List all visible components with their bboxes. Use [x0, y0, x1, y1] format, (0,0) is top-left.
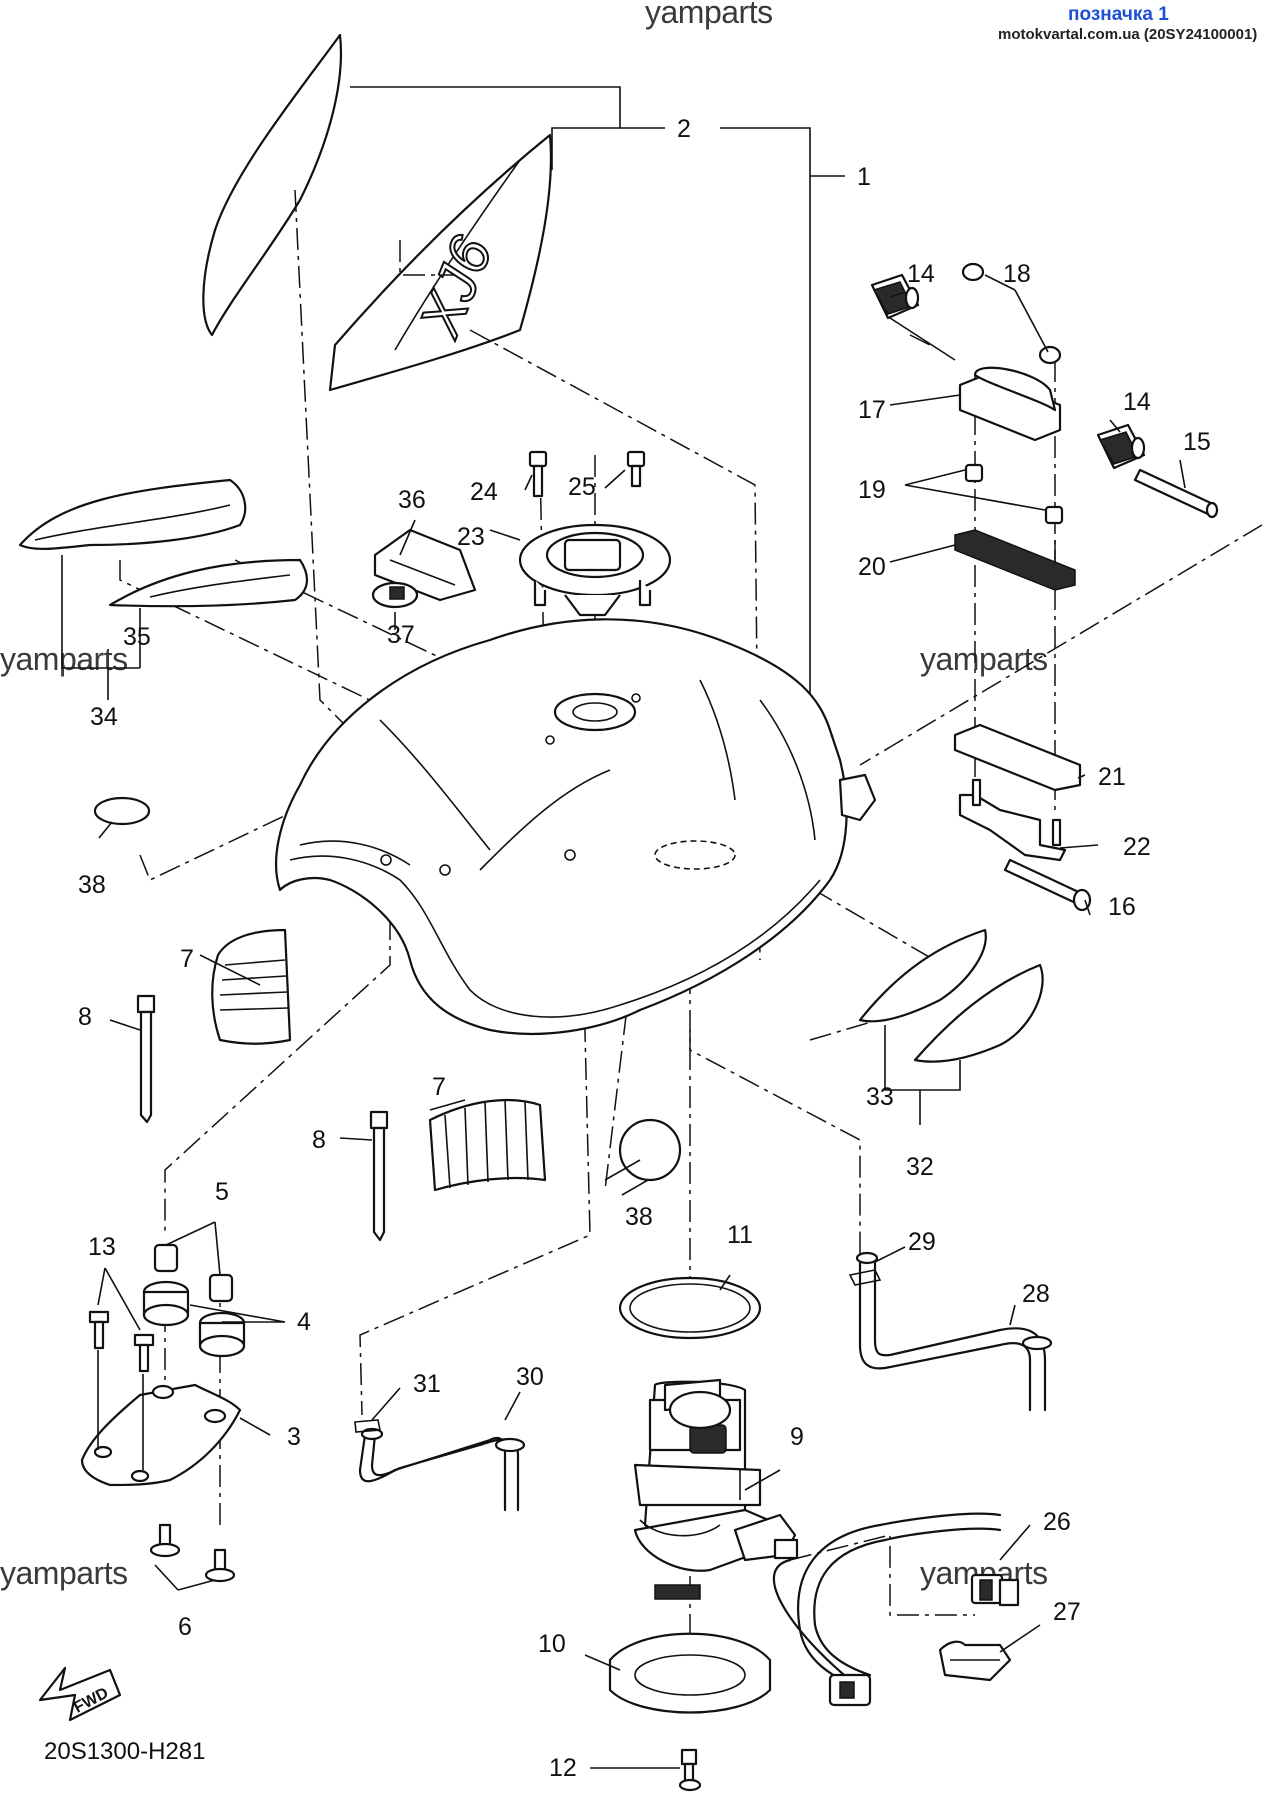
filler-cap-assembly	[518, 450, 672, 617]
callout-8-upper: 8	[78, 1003, 92, 1031]
callout-37: 37	[387, 621, 415, 649]
callout-8-lower: 8	[312, 1126, 326, 1154]
forward-arrow-icon: FWD	[38, 1666, 122, 1722]
rear-mount-bracket	[80, 1243, 246, 1583]
watermark-top: yamparts	[645, 0, 773, 30]
callout-7-lower: 7	[432, 1073, 446, 1101]
cable-ties	[136, 994, 389, 1242]
callout-13: 13	[88, 1233, 116, 1261]
callout-16: 16	[1108, 893, 1136, 921]
callout-38-left: 38	[78, 871, 106, 899]
callout-20: 20	[858, 553, 886, 581]
side-cover-right	[858, 928, 1044, 1125]
callout-11: 11	[727, 1221, 753, 1249]
callout-21: 21	[1098, 763, 1126, 791]
watermark-right-mid: yamparts	[920, 641, 1048, 677]
fuel-tank	[274, 618, 877, 1035]
wire-harness	[772, 1512, 1020, 1707]
callout-36: 36	[398, 486, 426, 514]
damper-pads	[211, 928, 547, 1192]
callout-26: 26	[1043, 1508, 1071, 1536]
callout-4: 4	[297, 1308, 311, 1336]
callout-18: 18	[1003, 260, 1031, 288]
callout-5: 5	[215, 1178, 229, 1206]
callout-17: 17	[858, 396, 886, 424]
callout-9: 9	[790, 1423, 804, 1451]
pad-circles	[93, 796, 682, 1182]
callout-35: 35	[123, 623, 151, 651]
leader-lines	[97, 274, 1186, 1769]
callout-33: 33	[866, 1083, 894, 1111]
callout-1: 1	[857, 163, 871, 191]
callout-25: 25	[568, 473, 596, 501]
watermark-left-mid: yamparts	[0, 641, 128, 677]
callout-10: 10	[538, 1630, 566, 1658]
callout-28: 28	[1022, 1280, 1050, 1308]
callout-30: 30	[516, 1363, 544, 1391]
watermark-left-bottom: yamparts	[0, 1555, 128, 1591]
fuel-hoses	[354, 1251, 1053, 1512]
callout-14-upper: 14	[907, 260, 935, 288]
callout-6: 6	[178, 1613, 192, 1641]
callout-7-upper: 7	[180, 945, 194, 973]
callout-29: 29	[908, 1228, 936, 1256]
site-reference: motokvartal.com.ua (20SY24100001)	[998, 26, 1258, 43]
callout-27: 27	[1053, 1598, 1081, 1626]
callout-24: 24	[470, 478, 498, 506]
label-link[interactable]: позначка 1	[1068, 4, 1169, 25]
callout-32: 32	[906, 1153, 934, 1181]
callout-numbers: 1 1 2 3 4 5 6 7 7 8 8 9 10 11 12 13 14 1…	[78, 115, 1211, 1782]
fuel-pump-assembly	[608, 1276, 799, 1792]
callout-2: 2	[677, 115, 691, 143]
decal-set-graphic: XJ6	[202, 33, 553, 392]
side-cover-left	[18, 478, 308, 700]
callout-14-lower: 14	[1123, 388, 1151, 416]
callout-19: 19	[858, 476, 886, 504]
diagram-code: 20S1300-H281	[44, 1738, 206, 1765]
callout-23: 23	[457, 523, 485, 551]
callout-15: 15	[1183, 428, 1211, 456]
callout-12: 12	[549, 1754, 577, 1782]
callout-34: 34	[90, 703, 118, 731]
callout-31: 31	[413, 1370, 441, 1398]
seat-lock-assembly	[870, 262, 1219, 912]
callout-22: 22	[1123, 833, 1151, 861]
callout-38-center: 38	[625, 1203, 653, 1231]
callout-3: 3	[287, 1423, 301, 1451]
